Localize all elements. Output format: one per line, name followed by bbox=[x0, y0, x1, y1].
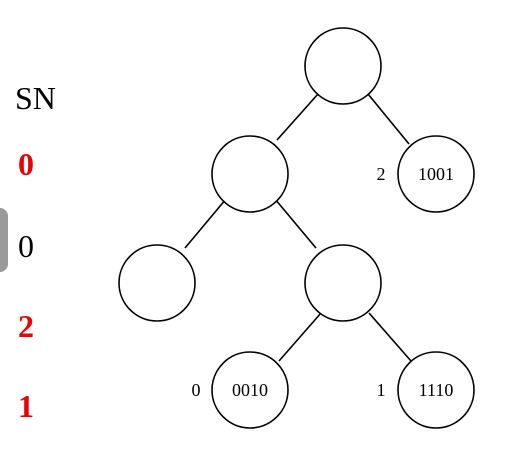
tree-node-leaf-1110 bbox=[397, 351, 475, 429]
sn-value-4: 1 bbox=[18, 388, 34, 424]
tree-node-left-left bbox=[118, 244, 196, 322]
edge-root-right bbox=[367, 93, 410, 145]
tree-node-leaf-0010 bbox=[211, 351, 289, 429]
drag-handle[interactable] bbox=[0, 208, 8, 272]
tree-node-left-right bbox=[304, 244, 382, 322]
edge-left-leftright bbox=[274, 198, 317, 249]
sn-value-3: 2 bbox=[18, 308, 34, 344]
sn-header: SN bbox=[15, 80, 56, 116]
index-label-1110: 1 bbox=[377, 380, 386, 400]
node-label-0010: 0010 bbox=[232, 380, 268, 400]
index-label-1001: 2 bbox=[377, 164, 386, 184]
node-label-1110: 1110 bbox=[419, 380, 454, 400]
edge-root-left bbox=[276, 93, 319, 141]
tree-node-left bbox=[211, 135, 289, 213]
sn-value-2: 0 bbox=[18, 228, 34, 264]
edge-leftright-0010 bbox=[278, 312, 322, 362]
index-label-0010: 0 bbox=[192, 380, 201, 400]
sn-value-1: 0 bbox=[18, 146, 34, 182]
edge-left-leftleft bbox=[184, 198, 227, 249]
tree-node-root bbox=[304, 27, 382, 105]
edge-leftright-1110 bbox=[368, 312, 412, 362]
node-label-1001: 1001 bbox=[418, 164, 454, 184]
tree-node-right-leaf bbox=[397, 135, 475, 213]
